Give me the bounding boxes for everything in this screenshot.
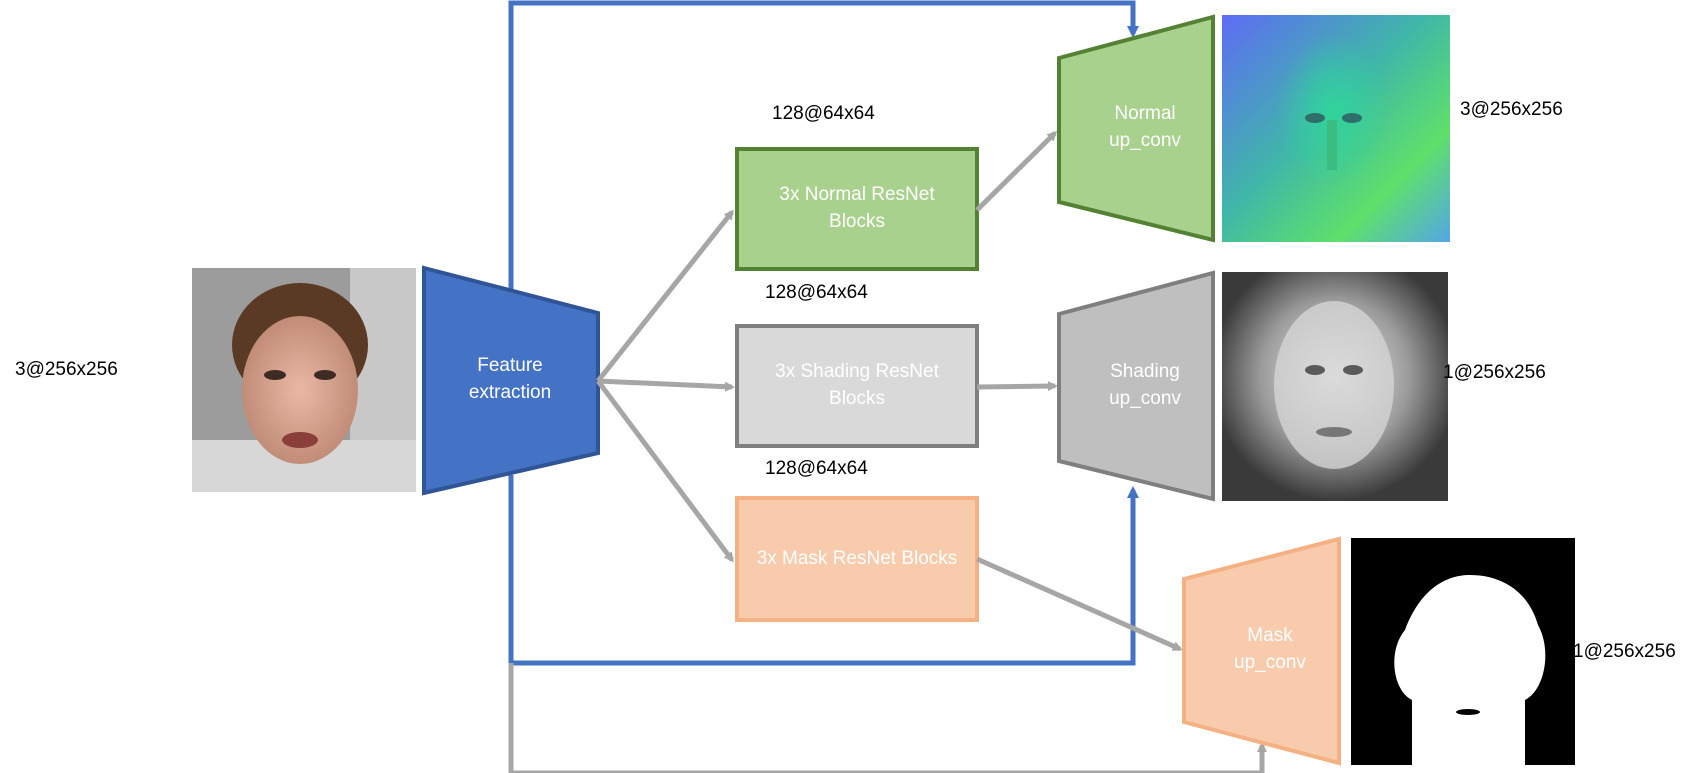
arrow-to-mask-blocks <box>595 379 735 563</box>
normal-resnet-blocks <box>735 147 979 271</box>
shading-upconv-label: Shading up_conv <box>1080 358 1210 412</box>
arrow-to-shading-blocks <box>597 378 735 392</box>
shading-upconv-line2: up_conv <box>1109 388 1181 409</box>
normal-output-dims-label: 3@256x256 <box>1460 99 1563 120</box>
shading-block-label: 3x Shading ResNet Blocks <box>740 358 974 412</box>
arrow-to-normal-upconv <box>975 130 1058 212</box>
mask-upconv-line1: Mask <box>1247 625 1293 646</box>
normal-block-dims-label: 128@64x64 <box>772 103 875 124</box>
input-dims-label: 3@256x256 <box>15 359 118 380</box>
feature-extraction-block <box>422 265 600 496</box>
shading-upconv-line1: Shading <box>1110 361 1180 382</box>
skip-connection-normal <box>508 0 1139 300</box>
shading-output-image <box>1222 272 1448 501</box>
normal-block-line1: 3x Normal ResNet <box>779 184 935 205</box>
normal-map-output-image <box>1222 15 1450 242</box>
shading-output-dims-label: 1@256x256 <box>1443 362 1546 383</box>
mask-block-line1: 3x Mask ResNet Blocks <box>756 548 958 569</box>
mask-block-label: 3x Mask ResNet Blocks <box>740 545 974 572</box>
normal-block-label: 3x Normal ResNet Blocks <box>740 181 974 235</box>
feature-extraction-label: Feature extraction <box>430 352 590 406</box>
normal-upconv-line2: up_conv <box>1109 130 1181 151</box>
feature-extraction-line2: extraction <box>468 382 552 403</box>
mask-upconv-block <box>1182 536 1341 766</box>
normal-block-line2: Blocks <box>829 211 885 232</box>
mask-upconv-line2: up_conv <box>1234 652 1306 673</box>
shading-block-dims-label: 128@64x64 <box>765 282 868 303</box>
shading-block-line2: Blocks <box>829 388 885 409</box>
arrow-to-mask-upconv <box>975 556 1183 652</box>
skip-connection-mask <box>508 663 1267 773</box>
mask-upconv-label: Mask up_conv <box>1205 622 1335 676</box>
normal-upconv-label: Normal up_conv <box>1080 100 1210 154</box>
mask-block-dims-label: 128@64x64 <box>765 458 868 479</box>
shading-upconv-block <box>1057 270 1215 502</box>
mask-output-image <box>1351 538 1575 765</box>
mask-output-dims-label: 1@256x256 <box>1573 641 1676 662</box>
input-face-image <box>192 268 416 492</box>
normal-upconv-line1: Normal <box>1114 103 1176 124</box>
arrow-to-shading-upconv <box>976 381 1058 392</box>
arrow-to-normal-blocks <box>596 209 734 383</box>
shading-block-line1: 3x Shading ResNet <box>775 361 939 382</box>
skip-connection-shading <box>508 475 1139 666</box>
normal-upconv-block <box>1057 14 1215 243</box>
feature-extraction-line1: Feature <box>477 355 543 376</box>
